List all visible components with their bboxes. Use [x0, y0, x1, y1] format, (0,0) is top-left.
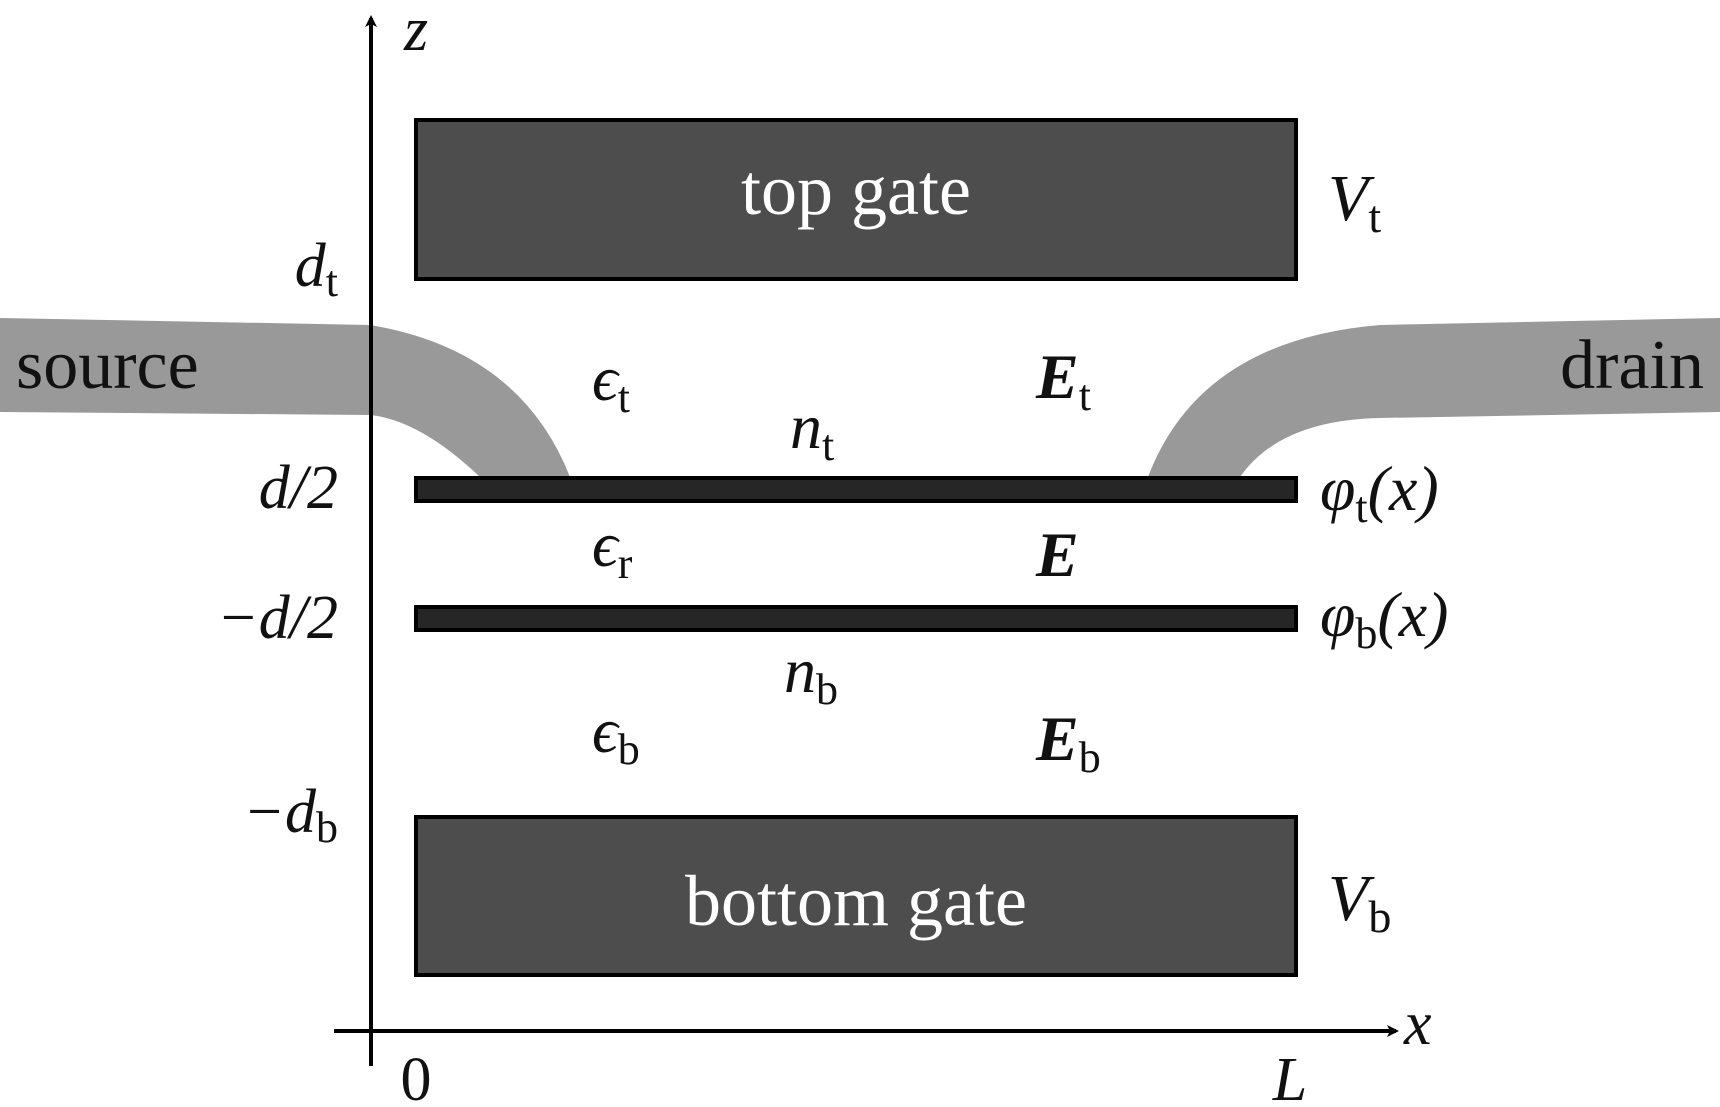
tick-x-zero: 0 — [401, 1046, 432, 1107]
field-bottom: Eb — [1035, 703, 1101, 782]
top-gate-voltage: Vt — [1328, 162, 1381, 242]
tick-d-top: dt — [295, 232, 338, 306]
tick-d-bottom: −db — [243, 778, 338, 852]
drain-label: drain — [1560, 327, 1704, 404]
top-gate-label: top gate — [741, 150, 971, 230]
top-layer-density: nt — [790, 391, 834, 470]
bottom-gate-label: bottom gate — [685, 861, 1027, 941]
z-axis-label: z — [403, 0, 428, 64]
top-layer-potential: φt(x) — [1320, 453, 1439, 532]
bottom-layer-density: nb — [784, 635, 838, 714]
dielectric-bottom: ϵb — [592, 695, 640, 774]
field-middle: E — [1035, 519, 1079, 590]
bottom-layer — [414, 605, 1298, 632]
dielectric-top: ϵt — [592, 343, 630, 422]
tick-neg-half-d: −d/2 — [217, 584, 338, 652]
bottom-gate-voltage: Vb — [1328, 862, 1391, 942]
source-contact — [0, 318, 570, 477]
bottom-gate — [414, 815, 1298, 977]
field-top: Et — [1035, 341, 1091, 420]
source-label: source — [16, 327, 199, 404]
drain-contact — [1148, 318, 1720, 477]
x-axis-label: x — [1403, 990, 1432, 1058]
bottom-layer-potential: φb(x) — [1320, 579, 1448, 658]
tick-x-length: L — [1272, 1046, 1307, 1107]
top-gate — [414, 118, 1298, 281]
top-layer — [414, 476, 1298, 503]
dielectric-middle: ϵr — [592, 509, 633, 588]
tick-half-d: d/2 — [259, 454, 338, 522]
